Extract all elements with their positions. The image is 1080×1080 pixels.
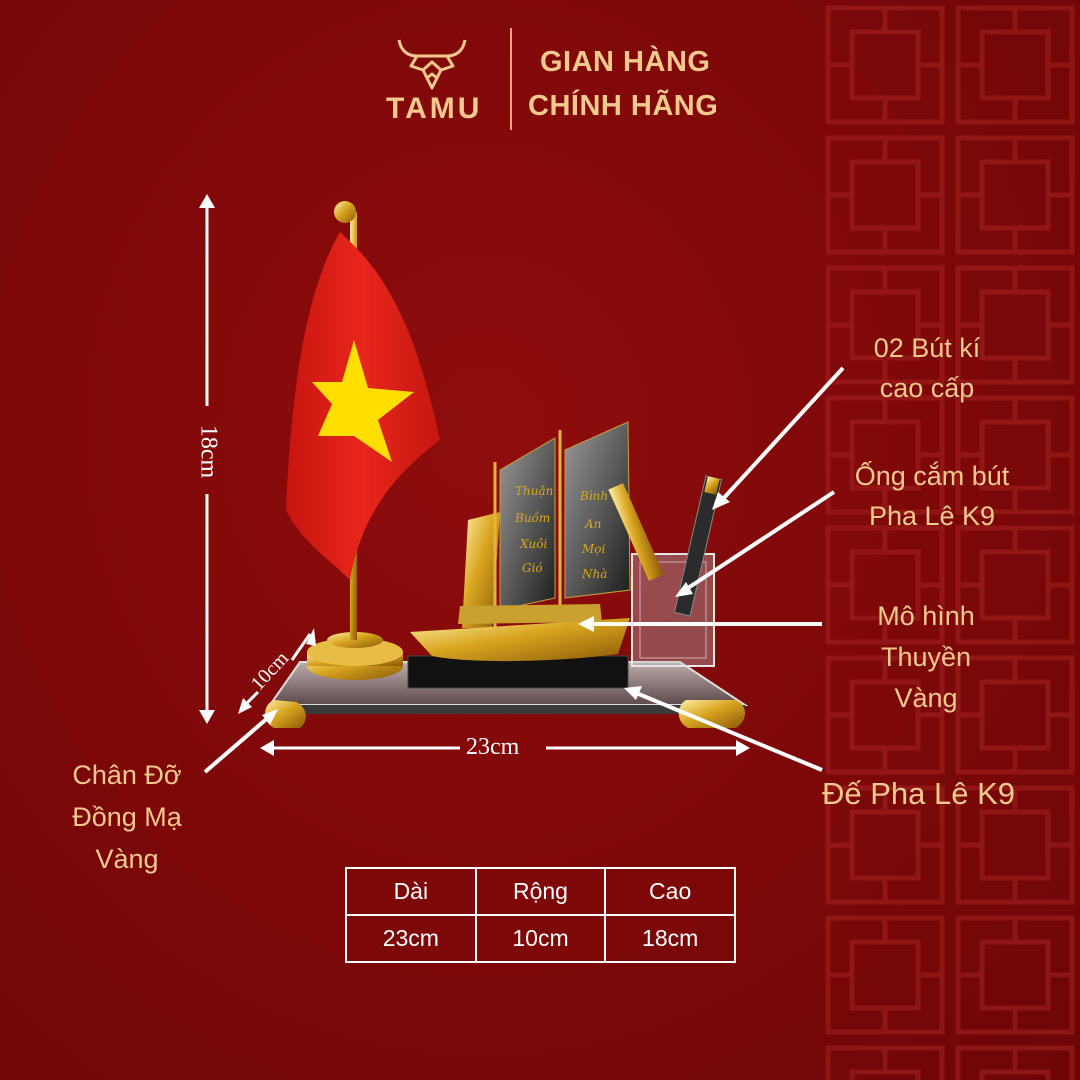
svg-text:An: An: [584, 517, 601, 531]
pens: [608, 475, 723, 617]
svg-text:Xuôi: Xuôi: [519, 537, 547, 551]
specs-header-width: Rộng: [474, 867, 607, 916]
callout-holder: Ống cắm bút Pha Lê K9: [832, 456, 1032, 536]
callout-holder-line1: Ống cắm bút: [854, 461, 1010, 491]
pen-holder: [631, 553, 715, 667]
callout-boat-line2: Thuyền: [880, 642, 972, 672]
callout-pens: 02 Bút kí cao cấp: [842, 328, 1012, 408]
callout-arrows: [203, 366, 845, 774]
tagline-line1: GIAN HÀNG: [540, 46, 711, 78]
svg-text:Thuận: Thuận: [515, 484, 553, 498]
bull-head-icon: [397, 39, 467, 90]
header-divider: [510, 28, 512, 130]
callout-feet-line3: Vàng: [95, 844, 159, 874]
lattice-pattern: [820, 0, 1080, 1080]
specs-table: Dài Rộng Cao 23cm 10cm 18cm: [345, 867, 736, 963]
svg-text:Gió: Gió: [522, 561, 543, 575]
boat-sails: Thuận Buồm Xuôi Gió Bình An Mọi Nhà: [499, 421, 631, 611]
svg-text:Nhà: Nhà: [581, 567, 607, 581]
specs-value-row: 23cm 10cm 18cm: [345, 914, 736, 963]
specs-header-height: Cao: [604, 867, 736, 916]
callout-boat-line3: Vàng: [894, 683, 958, 713]
height-dimension: 18cm: [195, 424, 222, 479]
dimension-lines: [199, 194, 750, 756]
callout-holder-line2: Pha Lê K9: [868, 501, 996, 531]
specs-value-width: 10cm: [474, 914, 607, 963]
svg-text:Mọi: Mọi: [581, 542, 606, 556]
tagline: GIAN HÀNG CHÍNH HÃNG: [528, 40, 718, 128]
brand-name: TAMU: [386, 92, 483, 125]
tagline-line2: CHÍNH HÃNG: [528, 90, 719, 122]
callout-pens-line1: 02 Bút kí: [873, 333, 981, 363]
callout-feet-line2: Đồng Mạ: [72, 802, 182, 832]
specs-header-length: Dài: [345, 867, 477, 916]
length-dimension: 23cm: [466, 734, 520, 760]
specs-value-length: 23cm: [345, 914, 477, 963]
specs-value-height: 18cm: [604, 914, 736, 963]
callout-base: Đế Pha Lê K9: [822, 776, 1016, 811]
callout-boat-line1: Mô hình: [877, 601, 975, 631]
golden-boat: [410, 430, 630, 662]
callout-feet: Chân Đỡ Đồng Mạ Vàng: [44, 754, 210, 880]
callout-feet-line1: Chân Đỡ: [72, 760, 182, 790]
svg-text:Bình: Bình: [579, 489, 608, 503]
vietnam-flag: [286, 232, 440, 580]
callout-pens-line2: cao cấp: [879, 373, 975, 403]
callout-boat: Mô hình Thuyền Vàng: [836, 596, 1016, 719]
specs-header-row: Dài Rộng Cao: [345, 867, 736, 916]
gold-feet: [265, 700, 745, 728]
svg-text:Buồm: Buồm: [514, 510, 550, 525]
